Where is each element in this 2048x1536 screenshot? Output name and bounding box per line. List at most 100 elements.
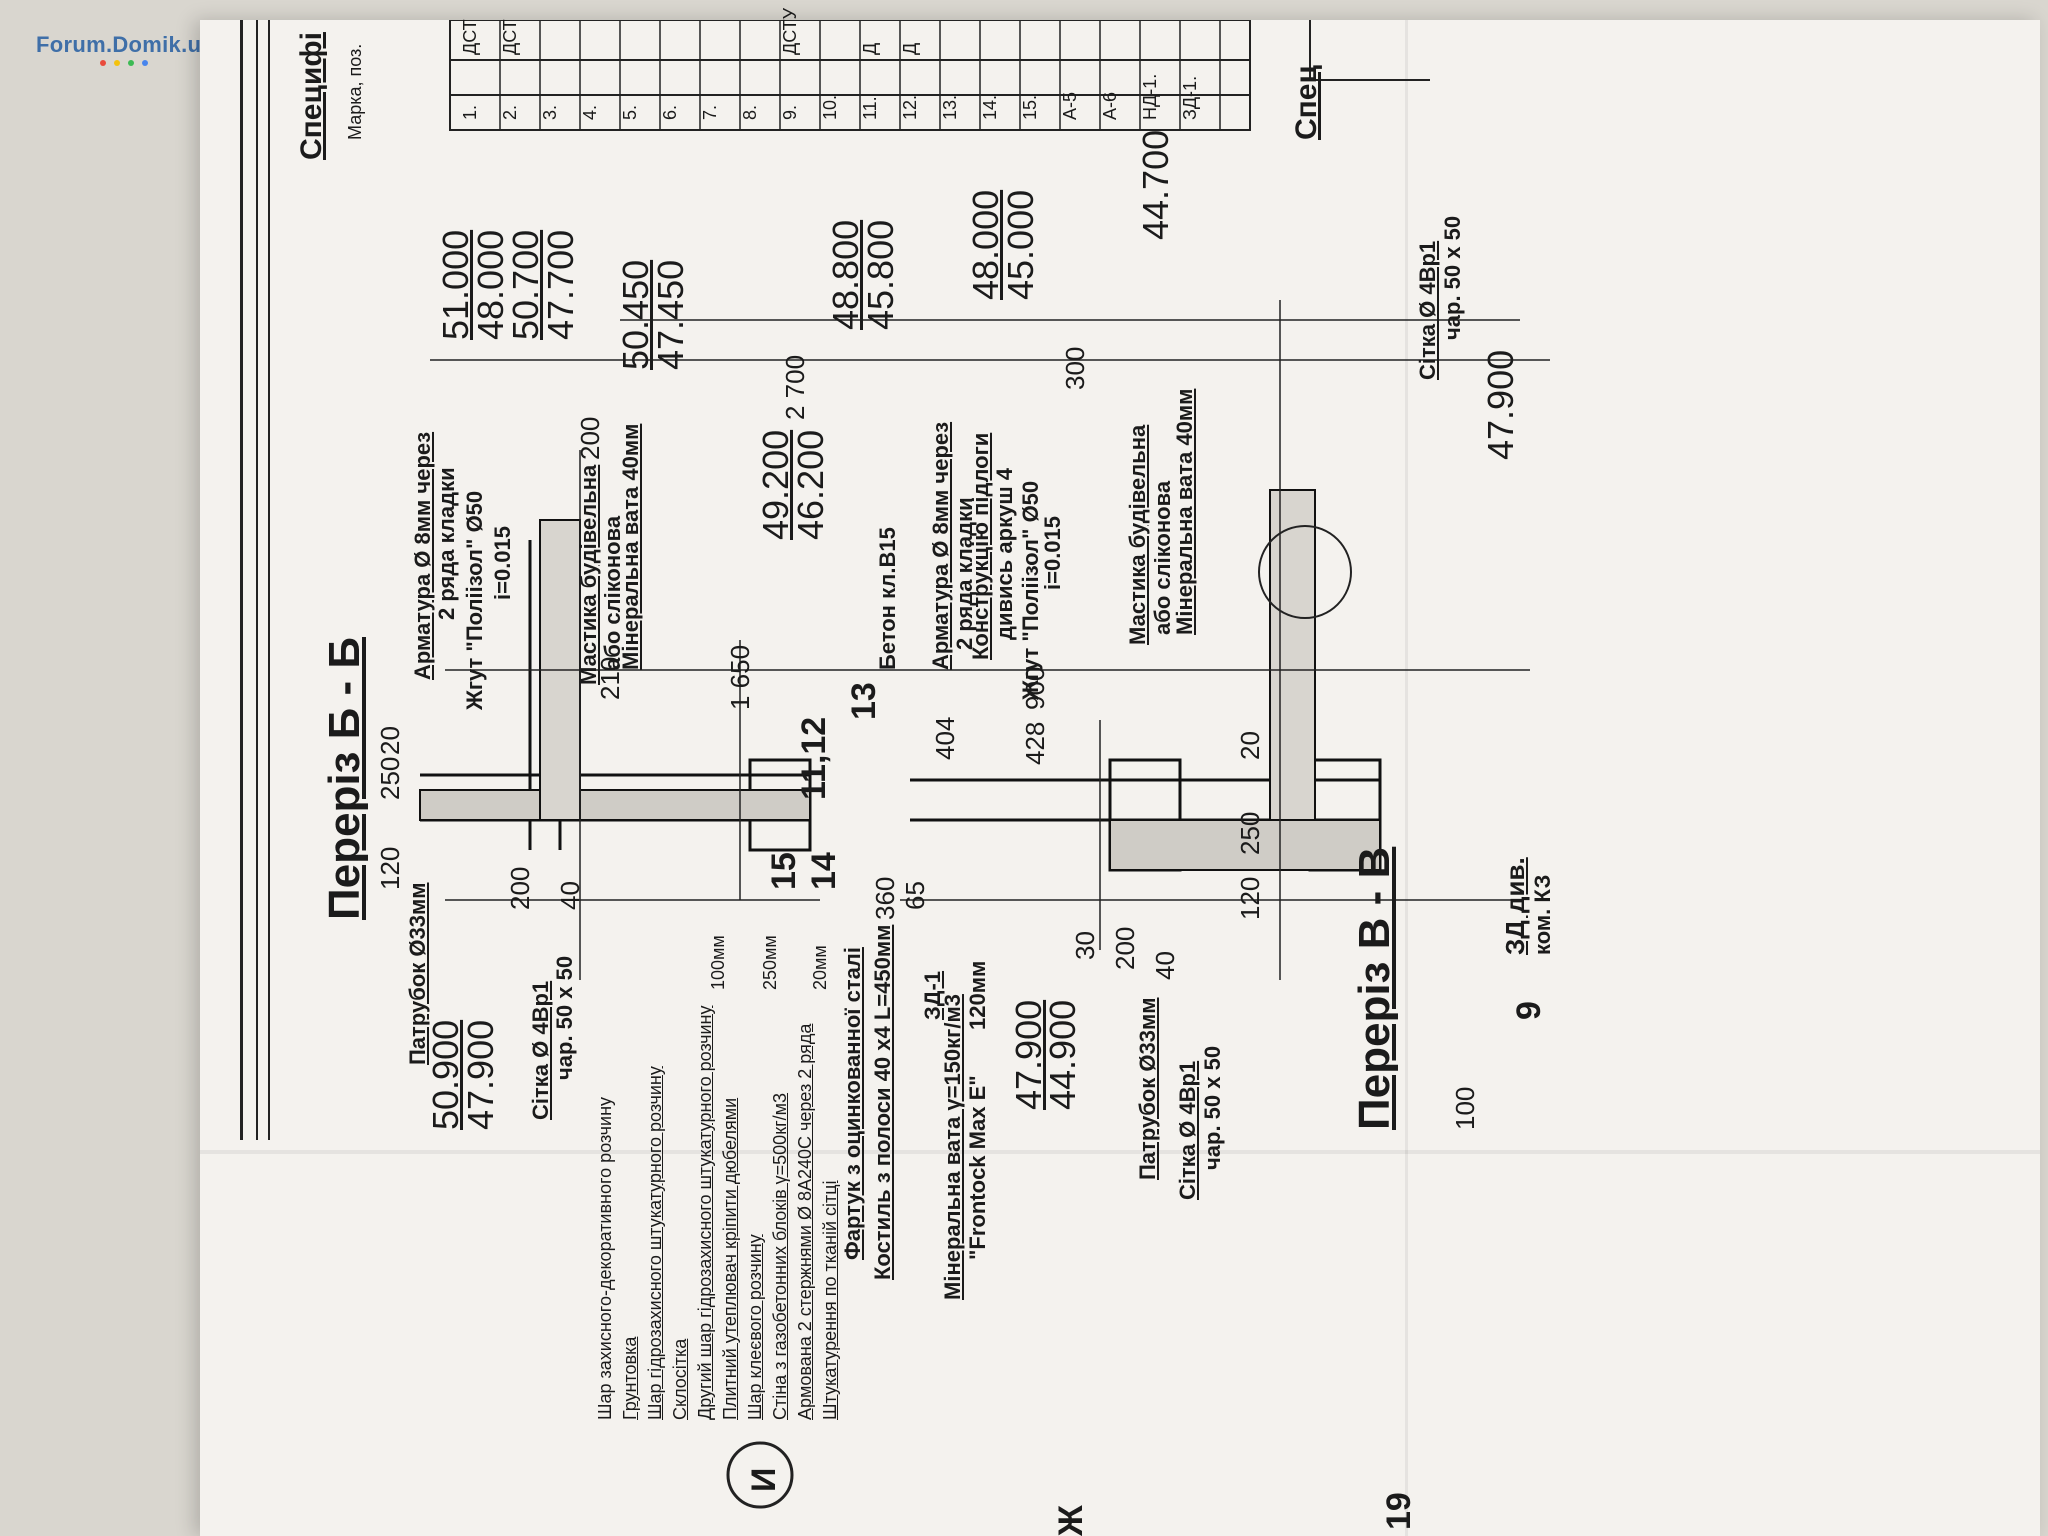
dim: 120 (375, 846, 405, 890)
note-zhgut: Жгут "Поліізол" Ø50 (462, 490, 487, 710)
note-mastyka: Мастика будівельна (576, 464, 601, 685)
dim: 20 (1235, 731, 1265, 760)
level-mark: 44.700 (1135, 129, 1176, 240)
section-title-v: Переріз В - В (1350, 846, 1399, 1130)
watermark-dots (100, 60, 148, 66)
dim: 900 (1020, 666, 1050, 710)
note-konstr-2: дивись аркуш 4 (992, 467, 1017, 640)
frame-line (240, 20, 243, 1140)
spec-row: 5. (620, 104, 640, 120)
dim: 210 (595, 656, 625, 700)
note-fartuk: Фартук з оцинкованної сталі (840, 947, 865, 1260)
dim: 1 650 (725, 644, 755, 710)
spec-title: Специфі (295, 32, 328, 160)
note-armatura-2: 2 ряда кладки (434, 467, 459, 620)
spec-right-col: ДСТ (500, 19, 520, 55)
layer-item: Стіна з газобетонних блоків γ=500кг/м3 (770, 1092, 790, 1420)
dim: 40 (1150, 951, 1180, 980)
layer-dim-wall: 250мм (760, 935, 780, 990)
note-konstr: Конструкцію підлоги (968, 432, 993, 660)
dim: 120 (1235, 876, 1265, 920)
note-minvata-40-lower: Мінеральна вата 40мм (1172, 388, 1197, 635)
level-mark: 47.900 (460, 1019, 501, 1130)
note-armatura: Арматура Ø 8мм через (410, 431, 435, 680)
dim-mark: 14 (805, 852, 843, 890)
fold-line (200, 1150, 2040, 1154)
spec-row: 14. (980, 94, 1000, 120)
level-mark: 45.800 (860, 219, 901, 330)
note-sitka-right-2: чар. 50 х 50 (1440, 215, 1465, 340)
section-marker-i: И (745, 1467, 783, 1492)
note-120mm: 120мм (965, 960, 990, 1030)
layer-dim-ins: 100мм (708, 935, 728, 990)
layer-item: Грунтовка (620, 1336, 640, 1420)
spec-right-col: ДСТУ (780, 7, 800, 55)
note-sitka-right: Сітка Ø 4Вр1 (1415, 240, 1440, 380)
note-slope: i=0.015 (490, 525, 515, 600)
dim-mark: 13 (845, 682, 883, 720)
dim: 428 (1020, 721, 1050, 765)
level-mark: 44.900 (1042, 999, 1083, 1110)
dim: 300 (1060, 346, 1090, 390)
dim-mark: 9 (1510, 1001, 1548, 1020)
layer-item: Шар гідрозахисного штукатурного розчину (645, 1066, 665, 1420)
layer-dim-plaster: 20мм (810, 945, 830, 990)
note-kom-k3: ком. КЗ (1530, 874, 1555, 955)
layer-item: Штукатурення по тканій сітці (820, 1180, 840, 1420)
dim: 65 (900, 881, 930, 910)
level-mark: 47.700 (540, 229, 581, 340)
spec-row: 7. (700, 104, 720, 120)
spec-right-col: ДСТ (460, 19, 480, 55)
spec-row: 2. (500, 104, 520, 120)
layer-item: Другий шар гідрозахисного штукатурного р… (695, 1005, 715, 1420)
frame-line (268, 20, 270, 1140)
spec-row: 13. (940, 94, 960, 120)
dim: 250 (1235, 811, 1265, 855)
note-sitka-lower-2: чар. 50 х 50 (1200, 1045, 1225, 1170)
dim: 250 (375, 756, 405, 800)
note-minvata-40: Мінеральна вата 40мм (618, 423, 643, 670)
layer-item: Склосітка (670, 1338, 690, 1420)
drawing-sheet: Переріз Б - Б Переріз В - В Специфі Спец… (200, 8, 2040, 1536)
note-frontock: "Frontock Max E" (965, 1075, 990, 1260)
note-armatura-lower: Арматура Ø 8мм через (928, 421, 953, 670)
dim: 404 (930, 716, 960, 760)
fold-line (1405, 20, 1408, 1536)
spec-right-col: Д (900, 42, 920, 55)
section-title-b: Переріз Б - Б (320, 637, 369, 920)
spec-row: 15. (1020, 94, 1040, 120)
dim: 100 (1450, 1086, 1480, 1130)
spec-row: А-5 (1060, 91, 1080, 120)
layer-item: Плитний утеплювач кріпити дюбелями (720, 1097, 740, 1420)
dim-mark: 15 (765, 852, 803, 890)
frame-line (256, 20, 258, 1140)
level-mark: 47.450 (650, 259, 691, 370)
spec-row: ЗД-1. (1180, 75, 1200, 120)
spec-title-2: Спец (1290, 65, 1323, 140)
note-mastyka-lower: Мастика будівельна (1125, 424, 1150, 645)
dim: 200 (505, 866, 535, 910)
dim: 20 (375, 726, 405, 755)
forum-watermark: Forum.Domik.ua (36, 32, 214, 57)
spec-row: 10. (820, 94, 840, 120)
section-drawing (419, 20, 1550, 1509)
dim: 40 (555, 881, 585, 910)
section-marker-zh: Ж (1052, 1505, 1090, 1536)
note-kostyl: Костиль з полоси 40 х4 L=450мм (870, 924, 895, 1280)
note-beton: Бетон кл.В15 (875, 527, 900, 670)
spec-row: 6. (660, 104, 680, 120)
spec-row: 12. (900, 94, 920, 120)
spec-right-col: Д (860, 42, 880, 55)
level-mark: 45.000 (1000, 189, 1041, 300)
dim-mark: 19 (1380, 1492, 1418, 1530)
spec-row: 8. (740, 104, 760, 120)
note-sitka-lower: Сітка Ø 4Вр1 (1175, 1060, 1200, 1200)
spec-row: А-6 (1100, 91, 1120, 120)
spec-row: 4. (580, 104, 600, 120)
dim: 200 (1110, 926, 1140, 970)
dim: 200 (575, 416, 605, 460)
dim: 30 (1070, 931, 1100, 960)
layer-item: Армована 2 стержнями Ø 8А240С через 2 ря… (795, 1023, 815, 1420)
layer-item: Шар захисного-декоративного розчину (595, 1096, 615, 1420)
level-mark: 47.900 (1480, 349, 1521, 460)
